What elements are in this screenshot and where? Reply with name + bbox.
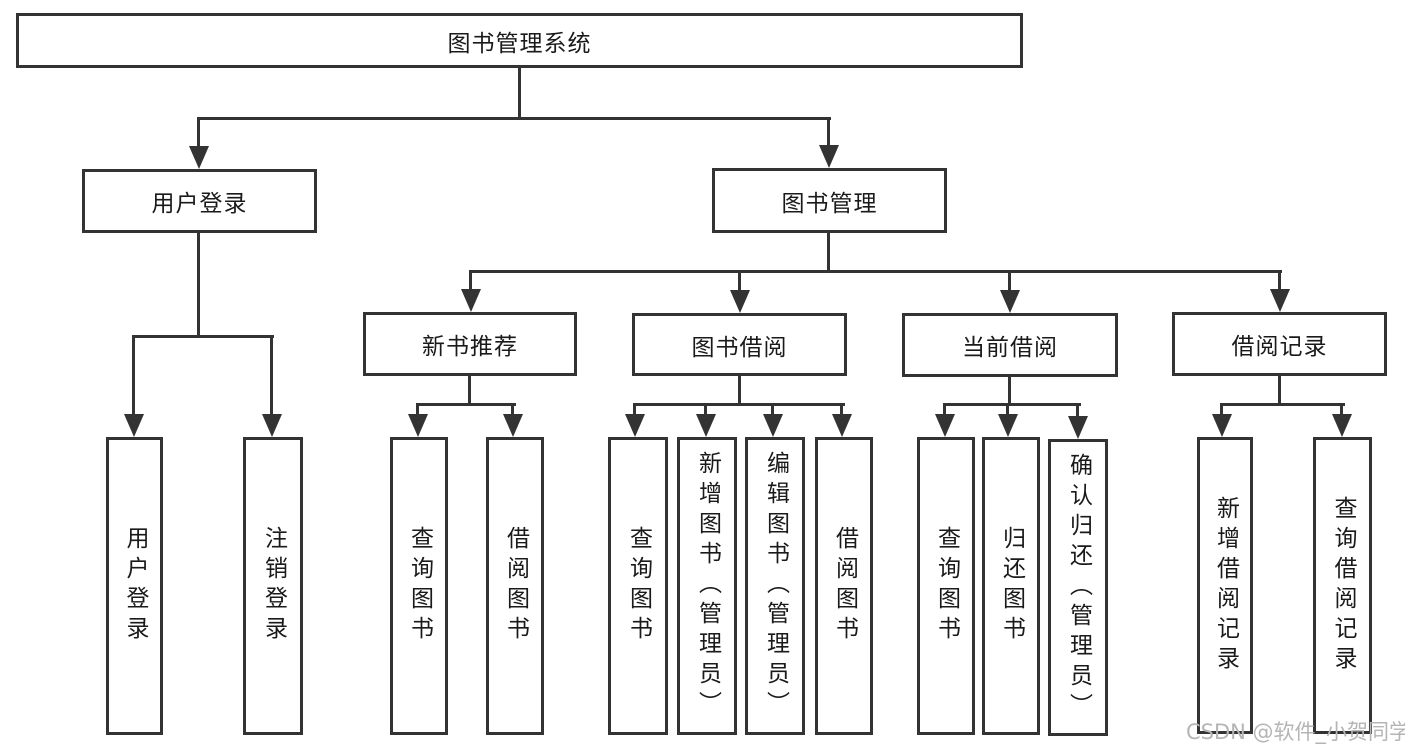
arrow-down-icon <box>461 289 481 312</box>
arrow-down-icon <box>408 414 428 437</box>
connector-line <box>468 376 471 406</box>
arrow-down-icon <box>1212 414 1232 437</box>
arrow-down-icon <box>832 414 852 437</box>
leaf-records-add-record: 新增借阅记录 <box>1197 437 1253 734</box>
connector-line <box>469 270 1282 273</box>
arrow-down-icon <box>262 414 282 437</box>
connector-line <box>704 403 707 417</box>
leaf-borrow-add-books-admin: 新增图书（管理员） <box>677 437 737 735</box>
leaf-newbook-borrow-books: 借阅图书 <box>486 437 544 735</box>
arrow-down-icon <box>1068 416 1088 439</box>
node-borrow-records: 借阅记录 <box>1172 312 1387 376</box>
arrow-down-icon <box>696 414 716 437</box>
leaf-current-query-books: 查询图书 <box>917 437 975 735</box>
arrow-down-icon <box>625 414 645 437</box>
arrow-down-icon <box>730 290 750 313</box>
csdn-watermark: CSDN @软件_小贺同学 <box>1186 720 1405 744</box>
connector-line <box>1076 403 1079 419</box>
connector-line <box>511 403 514 417</box>
connector-line <box>633 403 845 406</box>
leaf-user-login: 用户登录 <box>106 437 163 735</box>
connector-line <box>1278 270 1281 292</box>
arrow-down-icon <box>763 414 783 437</box>
connector-line <box>738 270 741 293</box>
connector-line <box>197 233 200 338</box>
connector-line <box>1008 377 1011 406</box>
arrow-down-icon <box>503 414 523 437</box>
connector-line <box>270 335 273 417</box>
connector-line <box>1008 270 1011 293</box>
connector-line <box>827 117 830 148</box>
connector-line <box>197 117 831 120</box>
connector-line <box>738 376 741 406</box>
leaf-newbook-query-books: 查询图书 <box>390 437 448 735</box>
arrow-down-icon <box>998 414 1018 437</box>
node-book-management: 图书管理 <box>712 168 947 233</box>
connector-line <box>1340 403 1343 417</box>
connector-line <box>840 403 843 417</box>
leaf-records-query-record: 查询借阅记录 <box>1313 437 1372 734</box>
connector-line <box>771 403 774 417</box>
leaf-logout: 注销登录 <box>243 437 303 735</box>
connector-line <box>416 403 419 417</box>
arrow-down-icon <box>1270 289 1290 312</box>
connector-line <box>197 117 200 149</box>
connector-line <box>633 403 636 417</box>
connector-line <box>943 403 1081 406</box>
arrow-down-icon <box>1332 414 1352 437</box>
node-book-borrow: 图书借阅 <box>632 313 847 376</box>
connector-line <box>518 68 521 120</box>
leaf-current-confirm-return-admin: 确认归还（管理员） <box>1048 439 1108 736</box>
node-new-book-recommend: 新书推荐 <box>363 312 577 376</box>
leaf-borrow-edit-books-admin: 编辑图书（管理员） <box>745 437 805 735</box>
node-user-login: 用户登录 <box>82 169 317 233</box>
connector-line <box>416 403 516 406</box>
arrow-down-icon <box>935 414 955 437</box>
leaf-borrow-query-books: 查询图书 <box>608 437 668 735</box>
node-current-borrow: 当前借阅 <box>902 313 1118 377</box>
connector-line <box>1278 376 1281 406</box>
leaf-borrow-borrow-books: 借阅图书 <box>815 437 873 735</box>
node-library-system: 图书管理系统 <box>16 13 1023 68</box>
arrow-down-icon <box>124 414 144 437</box>
connector-line <box>943 403 946 417</box>
connector-line <box>1006 403 1009 417</box>
connector-line <box>827 233 830 273</box>
connector-line <box>1220 403 1345 406</box>
connector-line <box>469 270 472 292</box>
arrow-down-icon <box>189 146 209 169</box>
arrow-down-icon <box>1000 290 1020 313</box>
connector-line <box>1220 403 1223 417</box>
leaf-current-return-books: 归还图书 <box>982 437 1040 735</box>
arrow-down-icon <box>819 145 839 168</box>
connector-line <box>132 335 135 417</box>
connector-line <box>132 335 274 338</box>
